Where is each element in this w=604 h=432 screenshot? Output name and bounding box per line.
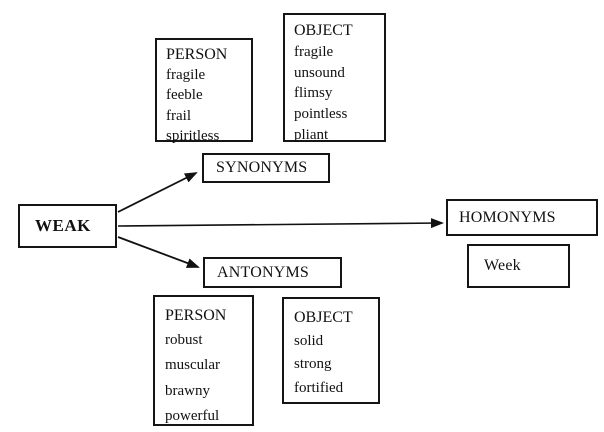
- antonym-object-word: fortified: [294, 379, 344, 396]
- synonym-person-box: PERSON fragile feeble frail spiritless: [155, 38, 253, 144]
- homonyms-node: HOMONYMS: [446, 199, 598, 236]
- antonym-person-word: robust: [165, 332, 203, 349]
- weak-label: WEAK: [35, 216, 91, 235]
- synonym-object-header: OBJECT: [294, 22, 353, 39]
- antonym-person-word: brawny: [165, 382, 210, 399]
- antonym-object-word: strong: [294, 356, 332, 372]
- antonym-object-word: solid: [294, 332, 324, 349]
- synonym-person-header: PERSON: [166, 46, 228, 63]
- synonym-object-word: pliant: [294, 126, 329, 143]
- synonym-object-word: unsound: [294, 64, 345, 81]
- antonyms-node: ANTONYMS: [203, 257, 342, 288]
- synonym-object-word: fragile: [294, 43, 334, 60]
- synonyms-node: SYNONYMS: [202, 153, 330, 183]
- synonym-object-box: OBJECT fragile unsound flimsy pointless …: [283, 13, 386, 143]
- arrow-weak-to-antonyms: [117, 236, 200, 268]
- homonym-example-box: Week: [467, 244, 570, 288]
- arrow-weak-to-homonyms: [117, 218, 444, 229]
- synonym-person-word: feeble: [166, 87, 203, 104]
- antonym-person-box: PERSON robust muscular brawny powerful: [153, 295, 254, 426]
- synonym-person-word: frail: [166, 107, 191, 124]
- antonym-person-header: PERSON: [165, 307, 227, 324]
- antonyms-label: ANTONYMS: [217, 263, 309, 281]
- homonyms-label: HOMONYMS: [459, 208, 556, 226]
- synonym-person-word: spiritless: [166, 127, 220, 144]
- antonym-object-box: OBJECT solid strong fortified: [282, 297, 380, 404]
- weak-root-node: WEAK: [18, 204, 117, 248]
- synonym-object-word: pointless: [294, 106, 348, 123]
- antonym-person-word: powerful: [165, 407, 220, 424]
- arrow-weak-to-synonyms: [117, 172, 198, 213]
- homonym-example-label: Week: [484, 257, 521, 274]
- antonym-person-word: muscular: [165, 357, 220, 374]
- synonyms-label: SYNONYMS: [216, 159, 308, 176]
- antonym-object-header: OBJECT: [294, 309, 353, 326]
- synonym-person-word: fragile: [166, 67, 206, 84]
- synonym-object-word: flimsy: [294, 85, 333, 102]
